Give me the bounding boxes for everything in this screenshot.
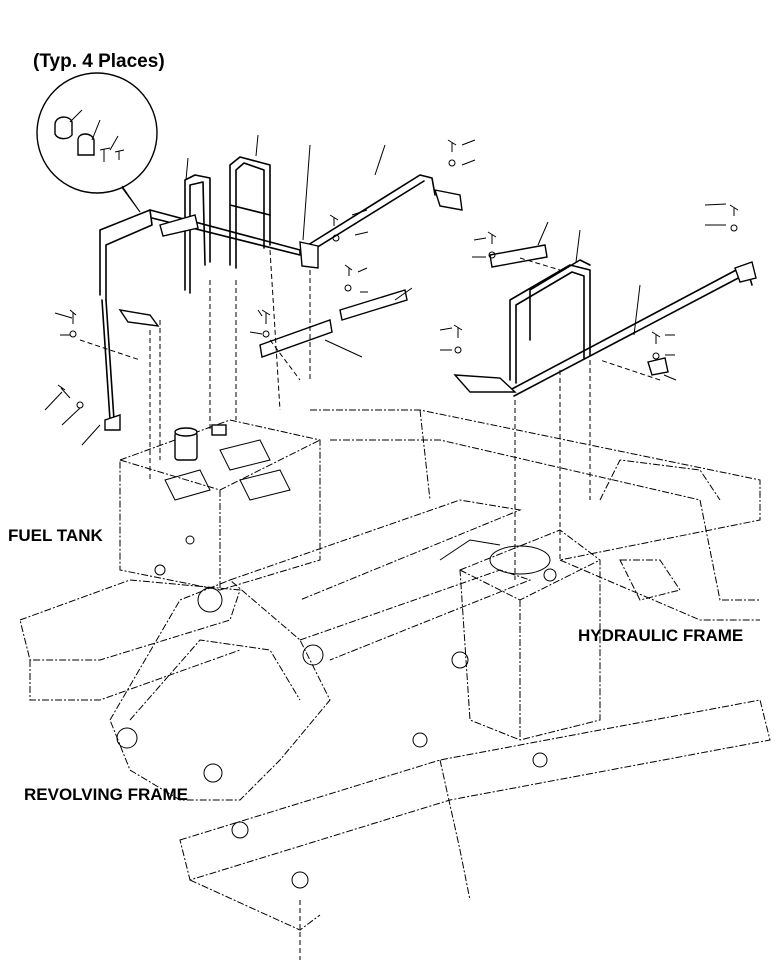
fuel-tank-handrail <box>99 156 463 431</box>
hardware-bolts <box>57 139 739 409</box>
detail-callout <box>36 72 158 213</box>
hydraulic-tank-handrail <box>453 244 757 397</box>
hydraulic-tank-drawing <box>439 529 601 741</box>
revolving-frame-label: REVOLVING FRAME <box>24 785 189 804</box>
fuel-tank-label: FUEL TANK <box>8 526 103 545</box>
fuel-tank-steps <box>259 289 408 358</box>
hydraulic-frame-label: HYDRAULIC FRAME <box>578 626 744 645</box>
leader-lines <box>44 134 727 446</box>
alignment-lines <box>79 249 661 580</box>
revolving-frame-drawing <box>19 409 771 960</box>
typical-places-label: (Typ. 4 Places) <box>33 51 165 72</box>
fuel-tank-drawing <box>119 419 321 591</box>
